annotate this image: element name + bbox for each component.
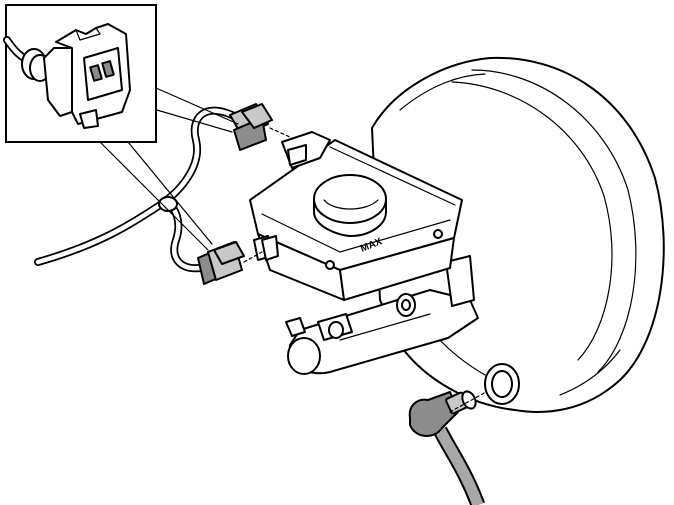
grommet xyxy=(484,363,520,405)
inset-leader-lines xyxy=(99,87,239,251)
upper-sensor-connector xyxy=(229,103,273,151)
reservoir-cap xyxy=(313,174,387,237)
vacuum-check-valve xyxy=(408,390,477,437)
valve-guide-line xyxy=(449,391,487,413)
connector-detail-inset xyxy=(3,4,157,143)
lower-sensor-connector xyxy=(197,235,279,285)
master-cylinder xyxy=(285,255,479,375)
vacuum-hose xyxy=(433,426,486,505)
upper-guide-line xyxy=(269,127,293,139)
wiring-harness xyxy=(34,106,242,273)
lower-guide-line xyxy=(243,251,263,263)
